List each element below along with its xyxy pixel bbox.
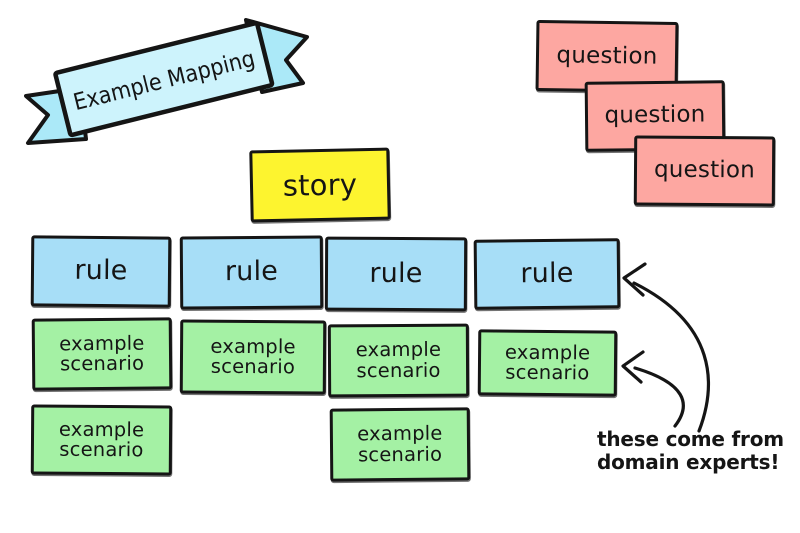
banner-band-shape xyxy=(53,20,275,138)
question-card-label: question xyxy=(604,101,706,129)
example-scenario-card-2: example scenario xyxy=(179,319,327,395)
banner-title: Example Mapping xyxy=(71,46,258,116)
example-scenario-card-label: example scenario xyxy=(59,331,145,376)
banner-ribbon: Example Mapping xyxy=(24,18,309,145)
example-scenario-card-label: example scenario xyxy=(58,417,145,462)
question-card-3: question xyxy=(633,135,776,207)
arrow-to-rule-head xyxy=(622,262,647,297)
banner-tail-right-shape xyxy=(244,18,309,94)
example-scenario-card-3: example scenario xyxy=(327,323,470,398)
rule-card-4: rule xyxy=(473,238,621,310)
banner-tail-left-shape xyxy=(24,86,88,145)
rule-card-2: rule xyxy=(179,235,324,310)
question-card-label: question xyxy=(556,41,658,70)
annotation-line-1: these come from xyxy=(597,427,784,451)
annotation-line-2: domain experts! xyxy=(597,450,780,474)
rule-card-label: rule xyxy=(520,257,574,290)
story-card-label: story xyxy=(282,167,358,203)
rule-card-1: rule xyxy=(30,235,172,308)
example-scenario-card-label: example scenario xyxy=(355,338,442,382)
rule-card-label: rule xyxy=(74,255,128,287)
story-card: story xyxy=(249,147,391,223)
example-scenario-card-4: example scenario xyxy=(477,329,618,397)
arrow-to-example-curve xyxy=(633,366,685,428)
annotation-text: these come from domain experts! xyxy=(597,428,784,474)
arrow-to-example-head xyxy=(621,350,645,384)
example-scenario-card-6: example scenario xyxy=(329,407,471,482)
arrow-to-rule-curve xyxy=(632,281,710,433)
rule-card-label: rule xyxy=(369,257,423,290)
example-scenario-card-label: example scenario xyxy=(210,334,296,379)
example-scenario-card-1: example scenario xyxy=(31,317,173,391)
question-card-label: question xyxy=(653,156,756,184)
rule-card-label: rule xyxy=(224,256,279,288)
example-scenario-card-5: example scenario xyxy=(30,404,173,476)
example-scenario-card-label: example scenario xyxy=(357,421,443,466)
rule-card-3: rule xyxy=(324,236,468,312)
example-scenario-card-label: example scenario xyxy=(504,340,591,385)
